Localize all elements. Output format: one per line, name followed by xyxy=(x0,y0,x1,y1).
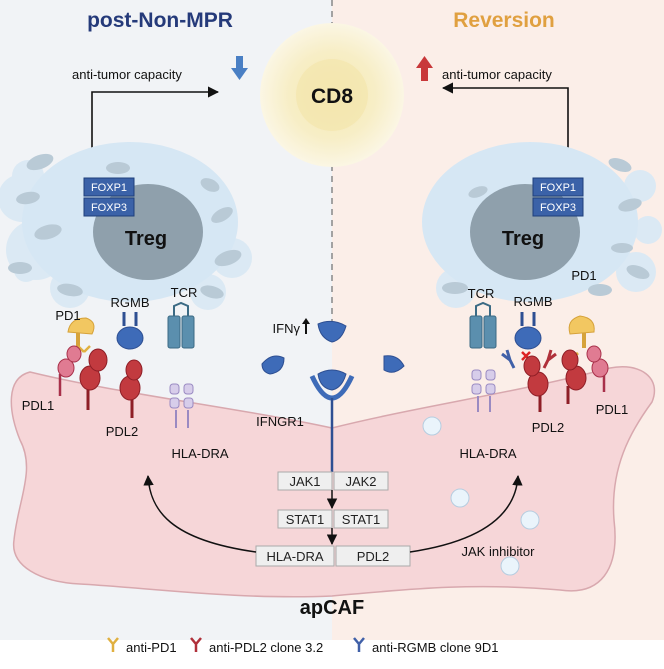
gene-boxes: HLA-DRA PDL2 xyxy=(255,545,411,567)
ifng-up-arrow-icon xyxy=(302,318,310,334)
right-pdl1-label: PDL1 xyxy=(596,402,629,417)
legend-label-2: anti-RGMB clone 9D1 xyxy=(372,640,498,655)
right-rgmb-label: RGMB xyxy=(514,294,553,309)
legend-anti-pdl2-icon xyxy=(190,637,202,652)
left-expression-arrow xyxy=(143,474,257,553)
left-capacity-label: anti-tumor capacity xyxy=(72,67,182,82)
left-rgmb-receptor xyxy=(116,312,144,350)
left-pd1-label: PD1 xyxy=(55,308,80,323)
left-pdl1-ligand xyxy=(57,345,82,396)
right-pd1-label: PD1 xyxy=(571,268,596,283)
ifngr1-label: IFNGR1 xyxy=(256,414,304,429)
left-rgmb-label: RGMB xyxy=(111,295,150,310)
right-pd1-receptor xyxy=(568,315,595,348)
right-foxp3-label: FOXP3 xyxy=(540,202,576,214)
left-feedback-arrow xyxy=(91,86,220,148)
left-pd1-receptor xyxy=(67,317,95,353)
right-tcr-receptor xyxy=(469,301,497,349)
legend: anti-PD1 anti-PDL2 clone 3.2 anti-RGMB c… xyxy=(107,637,498,655)
right-hla-dra-label: HLA-DRA xyxy=(459,446,516,461)
ifngr1-receptor xyxy=(309,369,355,472)
right-feedback-arrow xyxy=(441,82,569,148)
jak-inhibitor-label: JAK inhibitor xyxy=(462,544,536,559)
right-expression-arrow xyxy=(409,474,523,553)
left-foxp3-label: FOXP3 xyxy=(91,202,127,214)
cd8-cell: CD8 xyxy=(260,23,404,167)
cd8-label: CD8 xyxy=(311,85,353,108)
right-hla-dra-molecule xyxy=(471,369,496,412)
right-foxp-boxes: FOXP1 FOXP3 xyxy=(532,177,584,217)
legend-label-1: anti-PDL2 clone 3.2 xyxy=(209,640,323,655)
apcaf-cell xyxy=(10,366,656,598)
left-tcr-label: TCR xyxy=(171,285,198,300)
right-title: Reversion xyxy=(453,9,555,32)
stat1-b-label: STAT1 xyxy=(342,512,381,527)
jak2-label: JAK2 xyxy=(345,474,376,489)
left-foxp1-label: FOXP1 xyxy=(91,182,127,194)
right-treg-cell: Treg xyxy=(422,142,662,308)
left-tcr-receptor xyxy=(167,301,195,349)
legend-label-0: anti-PD1 xyxy=(126,640,177,655)
jak-inhibitor-bubbles xyxy=(422,416,540,576)
left-hla-dra-molecule xyxy=(169,383,194,428)
right-pdl1-ligand xyxy=(586,345,609,392)
left-pdl1-label: PDL1 xyxy=(22,398,55,413)
left-pdl2-ligand xyxy=(79,348,143,418)
right-tcr-label: TCR xyxy=(468,286,495,301)
stat-boxes: STAT1 STAT1 xyxy=(277,509,389,529)
legend-anti-rgmb-icon xyxy=(353,637,365,652)
apcaf-label: apCAF xyxy=(300,597,364,619)
left-foxp-boxes: FOXP1 FOXP3 xyxy=(83,177,135,217)
right-pdl2-label: PDL2 xyxy=(532,420,565,435)
left-pdl2-label: PDL2 xyxy=(106,424,139,439)
right-rgmb-receptor xyxy=(514,312,542,350)
right-foxp1-label: FOXP1 xyxy=(540,182,576,194)
down-arrow-icon xyxy=(231,56,248,80)
gene-hla-dra-label: HLA-DRA xyxy=(266,549,323,564)
right-treg-label: Treg xyxy=(502,228,544,250)
right-pdl2-ligand xyxy=(523,349,587,412)
legend-anti-pd1-icon xyxy=(107,637,119,652)
left-title: post-Non-MPR xyxy=(87,9,233,32)
jak-boxes: JAK1 JAK2 xyxy=(277,471,389,491)
up-arrow-icon xyxy=(416,56,433,81)
ifng-molecules xyxy=(261,320,405,375)
left-treg-label: Treg xyxy=(125,228,167,250)
ifng-label: IFNγ xyxy=(273,321,301,336)
gene-pdl2-label: PDL2 xyxy=(357,549,390,564)
left-hla-dra-label: HLA-DRA xyxy=(171,446,228,461)
jak1-label: JAK1 xyxy=(289,474,320,489)
stat1-a-label: STAT1 xyxy=(286,512,325,527)
right-capacity-label: anti-tumor capacity xyxy=(442,67,552,82)
